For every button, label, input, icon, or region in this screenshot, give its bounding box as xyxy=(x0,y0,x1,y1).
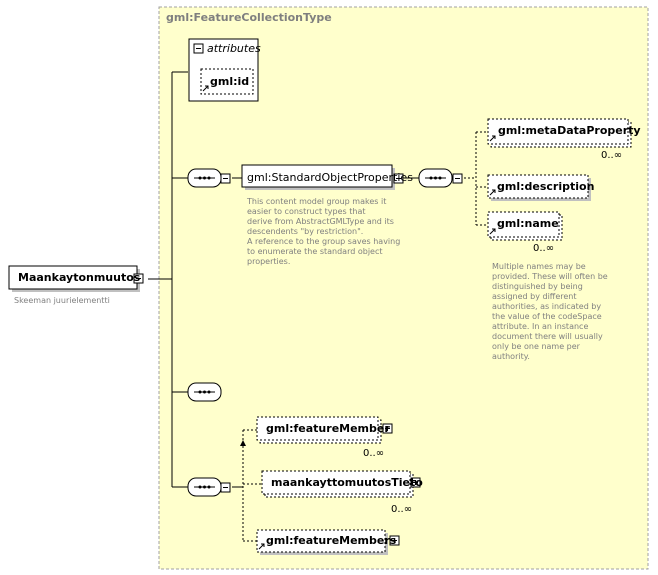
group-ref-label: gml:StandardObjectProperties xyxy=(247,171,413,184)
feature-members-label: gml:featureMembers xyxy=(266,534,397,547)
feature-member-label: gml:featureMember xyxy=(266,422,390,435)
group-ref-annotation: This content model group makes it easier… xyxy=(247,197,401,266)
name-element-label: gml:name xyxy=(497,217,559,230)
choice-arrow-icon xyxy=(240,440,246,446)
root-element-annotation: Skeeman juurielementti xyxy=(14,296,110,305)
name-element-annotation: Multiple names may be provided. These wi… xyxy=(492,262,608,361)
ref-arrow-icon xyxy=(489,228,496,235)
metadata-property-occurrence: 0..∞ xyxy=(601,150,623,161)
tieto-element-occurrence: 0..∞ xyxy=(391,504,413,515)
connector-lines xyxy=(148,71,419,488)
ref-arrow-icon xyxy=(489,135,496,142)
tieto-element-label: maankayttomuutosTieto xyxy=(271,476,423,489)
dashed-connector-lines xyxy=(242,131,488,542)
group-ref-box[interactable] xyxy=(241,164,393,188)
ref-arrow-icon xyxy=(202,85,209,92)
description-box[interactable] xyxy=(487,174,589,199)
feature-member-occurrence: 0..∞ xyxy=(363,448,385,459)
root-element-label: Maankaytonmuutos xyxy=(18,271,141,284)
attributes-label: attributes xyxy=(207,42,261,55)
tieto-element-box[interactable] xyxy=(261,470,411,495)
name-element-occurrence: 0..∞ xyxy=(533,243,555,254)
feature-member-box[interactable] xyxy=(256,416,379,441)
metadata-property-box[interactable] xyxy=(487,118,629,145)
feature-members-box[interactable] xyxy=(256,529,386,553)
ref-arrow-icon xyxy=(258,543,265,550)
ref-arrow-icon xyxy=(489,189,496,196)
complex-type-title: gml:FeatureCollectionType xyxy=(166,11,332,24)
metadata-property-label: gml:metaDataProperty xyxy=(498,124,641,137)
description-label: gml:description xyxy=(497,180,595,193)
gml-id-attribute-label: gml:id xyxy=(210,75,250,88)
name-element-box[interactable] xyxy=(487,211,560,238)
gml-id-attribute-box[interactable] xyxy=(200,68,254,95)
